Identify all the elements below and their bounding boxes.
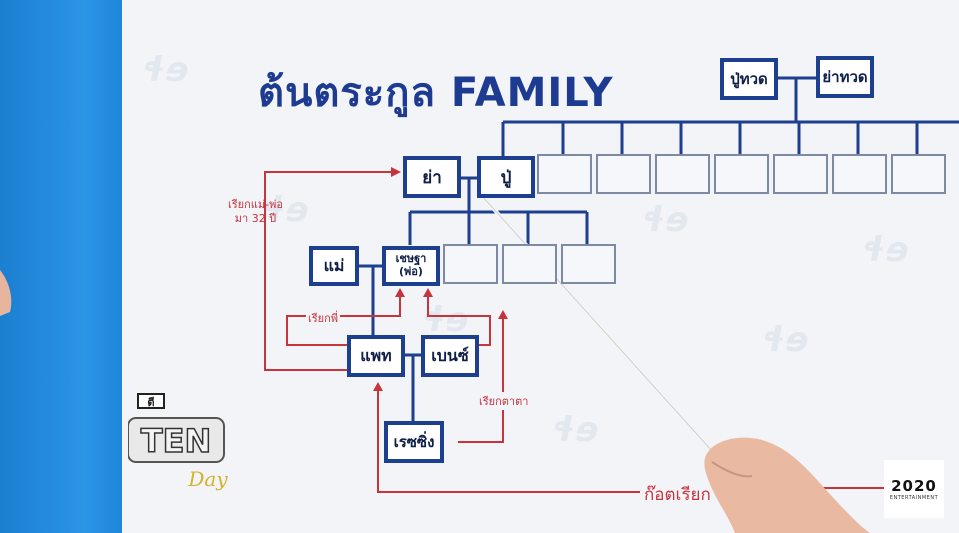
broadcaster-logo: 2020 ENTERTAINMENT xyxy=(884,460,944,518)
broadcaster-number: 2020 xyxy=(891,477,937,495)
show-logo: ตี TEN Day xyxy=(127,390,248,500)
label-got-calls: ก๊อตเรียก xyxy=(640,481,715,508)
box-great-grandfather: ปู่ทวด xyxy=(720,58,778,100)
box-pat: แพท xyxy=(347,335,405,377)
box-grandfather: ปู่ xyxy=(477,156,535,198)
empty-slot xyxy=(596,154,651,194)
box-great-grandmother: ย่าทวด xyxy=(816,56,874,98)
box-racing: เรซซิ่ง xyxy=(384,421,444,463)
label-call-sibling: เรียกพี่ xyxy=(306,309,341,327)
empty-slot xyxy=(773,154,828,194)
empty-slot xyxy=(443,244,498,284)
channel-mark-text: ตี xyxy=(147,396,154,409)
label-call-grandpa: เรียกตาตา xyxy=(477,392,531,410)
broadcaster-sub: ENTERTAINMENT xyxy=(889,495,939,501)
label-call-parents: เรียกแม่-พ่อ มา 32 ปี xyxy=(228,198,283,225)
box-father: เชษฐา (พ่อ) xyxy=(382,246,440,286)
box-mother: แม่ xyxy=(309,246,359,286)
empty-slot xyxy=(561,244,616,284)
empty-slot xyxy=(714,154,769,194)
empty-slot xyxy=(502,244,557,284)
studio-left-panel xyxy=(0,0,122,533)
box-ben: เบนซ์ xyxy=(421,335,479,377)
chart-title: ต้นตระกูล FAMILY xyxy=(258,70,614,116)
show-logo-text: TEN xyxy=(141,422,211,460)
father-name: เชษฐา xyxy=(395,252,427,266)
father-role: (พ่อ) xyxy=(399,265,423,278)
box-grandmother: ย่า xyxy=(403,156,461,198)
empty-slot xyxy=(655,154,710,194)
show-logo-script: Day xyxy=(187,467,228,491)
empty-slot xyxy=(891,154,946,194)
empty-slot xyxy=(537,154,592,194)
empty-slot xyxy=(832,154,887,194)
